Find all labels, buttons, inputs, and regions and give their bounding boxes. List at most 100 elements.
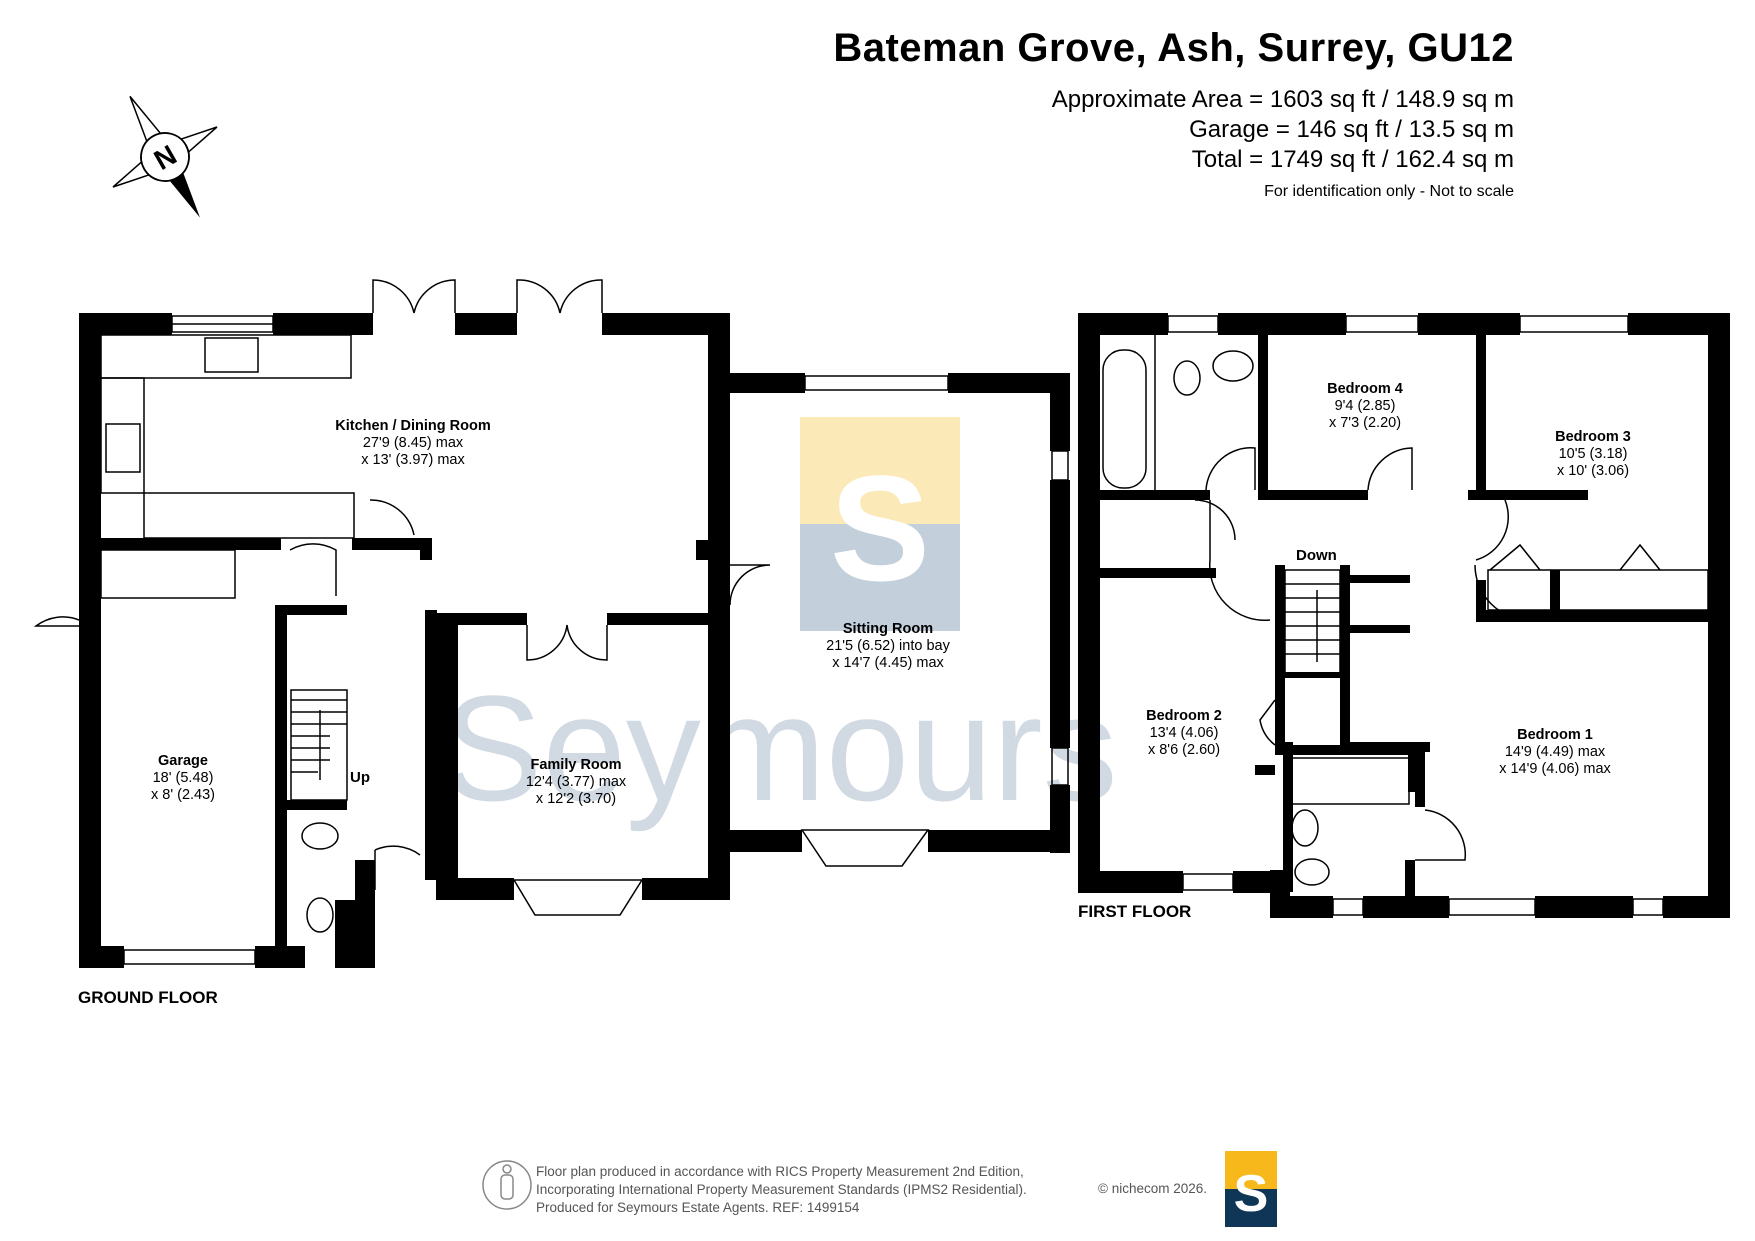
door: [289, 543, 337, 596]
wall: [1476, 580, 1486, 620]
wall: [1283, 742, 1293, 892]
wall: [642, 878, 730, 900]
wall: [1418, 313, 1520, 335]
door: [1474, 564, 1531, 621]
stairs-down: [1284, 569, 1341, 676]
person-icon: [482, 1160, 532, 1210]
room-garage: Garage 18' (5.48) x 8' (2.43): [151, 753, 215, 804]
wall: [1628, 313, 1730, 335]
room-dimension: x 7'3 (2.20): [1328, 415, 1402, 431]
wall: [352, 538, 432, 550]
room-dimension: x 8' (2.43): [150, 787, 216, 803]
room-dimension: 18' (5.48): [152, 770, 214, 786]
approx-area: Approximate Area = 1603 sq ft / 148.9 sq…: [1051, 86, 1514, 113]
sink-icon: [204, 337, 259, 373]
door: [1415, 809, 1467, 861]
french-door: [516, 279, 603, 314]
wall: [928, 830, 1070, 852]
basin-icon: [1291, 809, 1319, 847]
svg-text:S: S: [1234, 1165, 1269, 1223]
room-bedroom-3: Bedroom 3 10'5 (3.18) x 10' (3.06): [1555, 429, 1631, 480]
wall: [79, 313, 172, 335]
wall: [708, 610, 730, 900]
footer-line: Incorporating International Property Mea…: [536, 1182, 1027, 1197]
toilet-icon: [306, 897, 334, 933]
door: [1209, 500, 1271, 621]
wall: [696, 540, 708, 560]
bay-window: [800, 829, 930, 867]
wall: [287, 605, 347, 615]
watermark-logo-bottom: [800, 524, 960, 631]
room-dimension: x 14'9 (4.06) max: [1499, 761, 1611, 777]
room-dimension: 27'9 (8.45) max: [362, 435, 464, 451]
door: [1194, 499, 1236, 541]
door: [369, 499, 415, 536]
window: [1051, 747, 1069, 786]
wall: [1363, 896, 1449, 918]
watermark: S Seymours: [442, 417, 1118, 832]
room-dimension: x 10' (3.06): [1556, 463, 1630, 479]
bay-window: [512, 879, 644, 916]
stairs-up-label: Up: [350, 769, 370, 786]
wall: [455, 313, 517, 335]
wall: [425, 610, 437, 880]
footer-text: Floor plan produced in accordance with R…: [536, 1163, 1027, 1217]
wall: [1233, 871, 1271, 893]
room-family: Family Room 12'4 (3.77) max x 12'2 (3.70…: [526, 757, 626, 808]
first-floor-details: [1102, 315, 1709, 916]
room-dimension: 13'4 (4.06): [1149, 725, 1219, 741]
garage-storage: [100, 549, 236, 599]
door: [729, 564, 771, 606]
first-floor-plan: [1078, 313, 1730, 918]
wardrobe-door: [1489, 543, 1661, 571]
wall: [1078, 871, 1183, 893]
scale-note: For identification only - Not to scale: [1264, 183, 1514, 200]
wall: [436, 620, 458, 900]
room-name: Bedroom 3: [1555, 429, 1631, 445]
wall: [607, 613, 717, 625]
room-sitting: Sitting Room 21'5 (6.52) into bay x 14'7…: [826, 621, 950, 672]
door: [1259, 699, 1276, 746]
room-name: Sitting Room: [842, 621, 934, 637]
wall: [275, 605, 287, 965]
wall: [602, 313, 727, 335]
room-dimension: x 12'2 (3.70): [535, 791, 617, 807]
wall: [1100, 490, 1210, 500]
wall: [1275, 745, 1425, 755]
wall: [1050, 480, 1070, 748]
ground-floor-details: [33, 279, 1069, 965]
room-dimension: 14'9 (4.49) max: [1504, 744, 1606, 760]
wall: [1078, 313, 1100, 893]
wall: [1255, 765, 1275, 775]
basin-icon: [1212, 350, 1254, 382]
shower-icon: [1291, 757, 1410, 805]
window: [1632, 898, 1664, 916]
copyright-text: © nichecom 2026.: [1098, 1181, 1208, 1196]
window: [1345, 315, 1419, 333]
toilet-icon: [1173, 360, 1201, 396]
french-door: [372, 279, 456, 314]
wall: [1218, 313, 1346, 335]
room-dimension: 9'4 (2.85): [1334, 398, 1396, 414]
wall: [437, 613, 527, 625]
wall: [1275, 565, 1285, 745]
wall: [1350, 575, 1410, 583]
door: [1475, 499, 1510, 561]
wall: [1100, 568, 1110, 578]
window: [123, 949, 256, 965]
wall: [101, 538, 281, 550]
basin-icon: [301, 822, 339, 850]
ground-floor-plan: [79, 313, 1070, 968]
wall: [730, 373, 805, 393]
watermark-logo-letter: S: [830, 444, 930, 612]
bath-icon: [1102, 349, 1147, 489]
property-address: Bateman Grove, Ash, Surrey, GU12: [833, 26, 1514, 70]
room-name: Bedroom 4: [1327, 381, 1403, 397]
total-area: Total = 1749 sq ft / 162.4 sq m: [1191, 146, 1514, 173]
watermark-logo-top: [800, 417, 960, 524]
wall: [1708, 313, 1730, 918]
kitchen-counter: [100, 377, 145, 494]
room-dimension: 12'4 (3.77) max: [525, 774, 627, 790]
first-floor-label: FIRST FLOOR: [1078, 902, 1192, 921]
